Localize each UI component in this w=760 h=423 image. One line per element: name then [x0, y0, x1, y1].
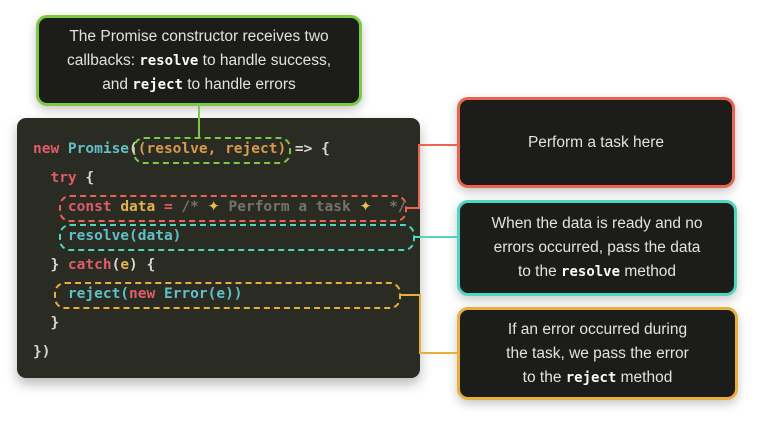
code-line: try { [50, 170, 95, 186]
code-line: resolve(data) [67, 228, 182, 244]
code-line: const data = /* ✦ Perform a task ✦ */ [67, 199, 407, 215]
code-line: }) [33, 344, 51, 360]
callout-text-line: to the reject method [522, 368, 673, 386]
callout-text-line: The Promise constructor receives two [69, 27, 329, 45]
resolve-highlight-box [59, 224, 415, 251]
code-line: } [33, 315, 60, 331]
params-highlight-box [133, 137, 291, 164]
code-line: reject(new Error(e)) [67, 286, 243, 302]
callout-text-line: errors occurred, pass the data [493, 239, 701, 256]
task-callout: Perform a task here [457, 97, 735, 188]
code-line: new Promise((resolve, reject) => { [33, 141, 330, 157]
code-block: new Promise((resolve, reject) => { try {… [17, 118, 420, 378]
callout-text-line: the task, we pass the error [506, 344, 689, 362]
task-highlight-box [59, 195, 407, 222]
code-line: } catch(e) { [33, 257, 156, 273]
callout-text-line: When the data is ready and no [491, 215, 703, 232]
constructor-callout: The Promise constructor receives two call… [36, 15, 362, 106]
callout-text-line: callbacks: resolve to handle success, [66, 51, 332, 69]
code-listing: new Promise((resolve, reject) => { try {… [33, 135, 420, 367]
callout-text-line: to the resolve method [517, 263, 677, 280]
callout-text-line: Perform a task here [527, 133, 665, 151]
reject-callout: If an error occurred during the task, we … [457, 307, 738, 400]
callout-text-line: and reject to handle errors [102, 75, 296, 93]
callout-text-line: If an error occurred during [507, 320, 688, 338]
resolve-callout: When the data is ready and no errors occu… [457, 200, 737, 296]
